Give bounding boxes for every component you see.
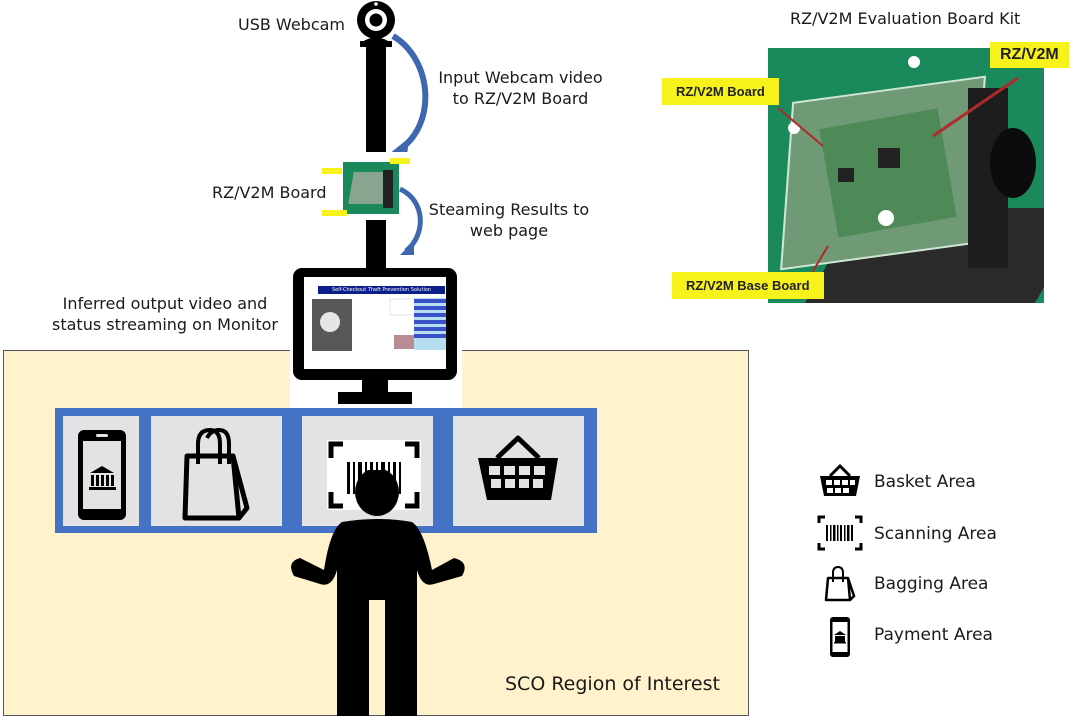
webcam-icon [357, 1, 395, 47]
mini-tag-chip [390, 158, 410, 164]
input-flow-line-2: to RZ/V2M Board [452, 89, 589, 108]
legend-label-bagging: Bagging Area [874, 574, 989, 594]
monitor-label-line-2: status streaming on Monitor [52, 315, 278, 334]
mini-tag-base [322, 210, 347, 216]
mini-tag-board [322, 168, 342, 174]
mobile-bank-icon [78, 430, 126, 520]
legend-label-basket: Basket Area [874, 472, 976, 492]
shopping-bag-icon [824, 565, 856, 602]
zone-basket [453, 416, 584, 526]
monitor-label-line-1: Inferred output video and [62, 294, 268, 313]
legend-label-scanning: Scanning Area [874, 524, 997, 544]
webcam-label: USB Webcam [238, 15, 345, 34]
mini-board-kit-photo [343, 162, 399, 214]
monitor-icon [293, 268, 457, 404]
barcode-scan-icon [817, 515, 863, 551]
stream-flow-line-2: web page [469, 221, 549, 240]
basket-icon [820, 463, 860, 496]
monitor-label: Inferred output video and status streami… [40, 293, 290, 335]
stream-flow-line-1: Steaming Results to [428, 200, 590, 219]
zone-bagging [151, 416, 282, 526]
stream-flow-label: Steaming Results to web page [420, 199, 598, 241]
legend-label-payment: Payment Area [874, 625, 993, 645]
input-flow-label: Input Webcam video to RZ/V2M Board [428, 67, 613, 109]
customer-person-icon [291, 470, 465, 716]
tag-rz-v2m-chip: RZ/V2M [990, 42, 1069, 68]
board-label: RZ/V2M Board [212, 183, 327, 202]
board-kit-pointers [777, 76, 1019, 277]
shopping-bag-icon [182, 427, 250, 521]
zone-payment [63, 416, 139, 526]
input-flow-line-1: Input Webcam video [438, 68, 603, 87]
checkout-counter [55, 408, 597, 533]
stream-flow-arrow [398, 186, 423, 255]
monitor-app-title: Self-Checkout Theft Prevention Solution [331, 287, 432, 293]
basket-icon [478, 435, 558, 500]
board-kit-title: RZ/V2M Evaluation Board Kit [790, 9, 1021, 28]
input-flow-arrow [389, 33, 429, 156]
tag-rz-v2m-base-board: RZ/V2M Base Board [672, 272, 824, 299]
mobile-bank-icon [830, 617, 850, 657]
roi-label: SCO Region of Interest [505, 673, 720, 695]
tag-rz-v2m-board: RZ/V2M Board [662, 78, 779, 105]
